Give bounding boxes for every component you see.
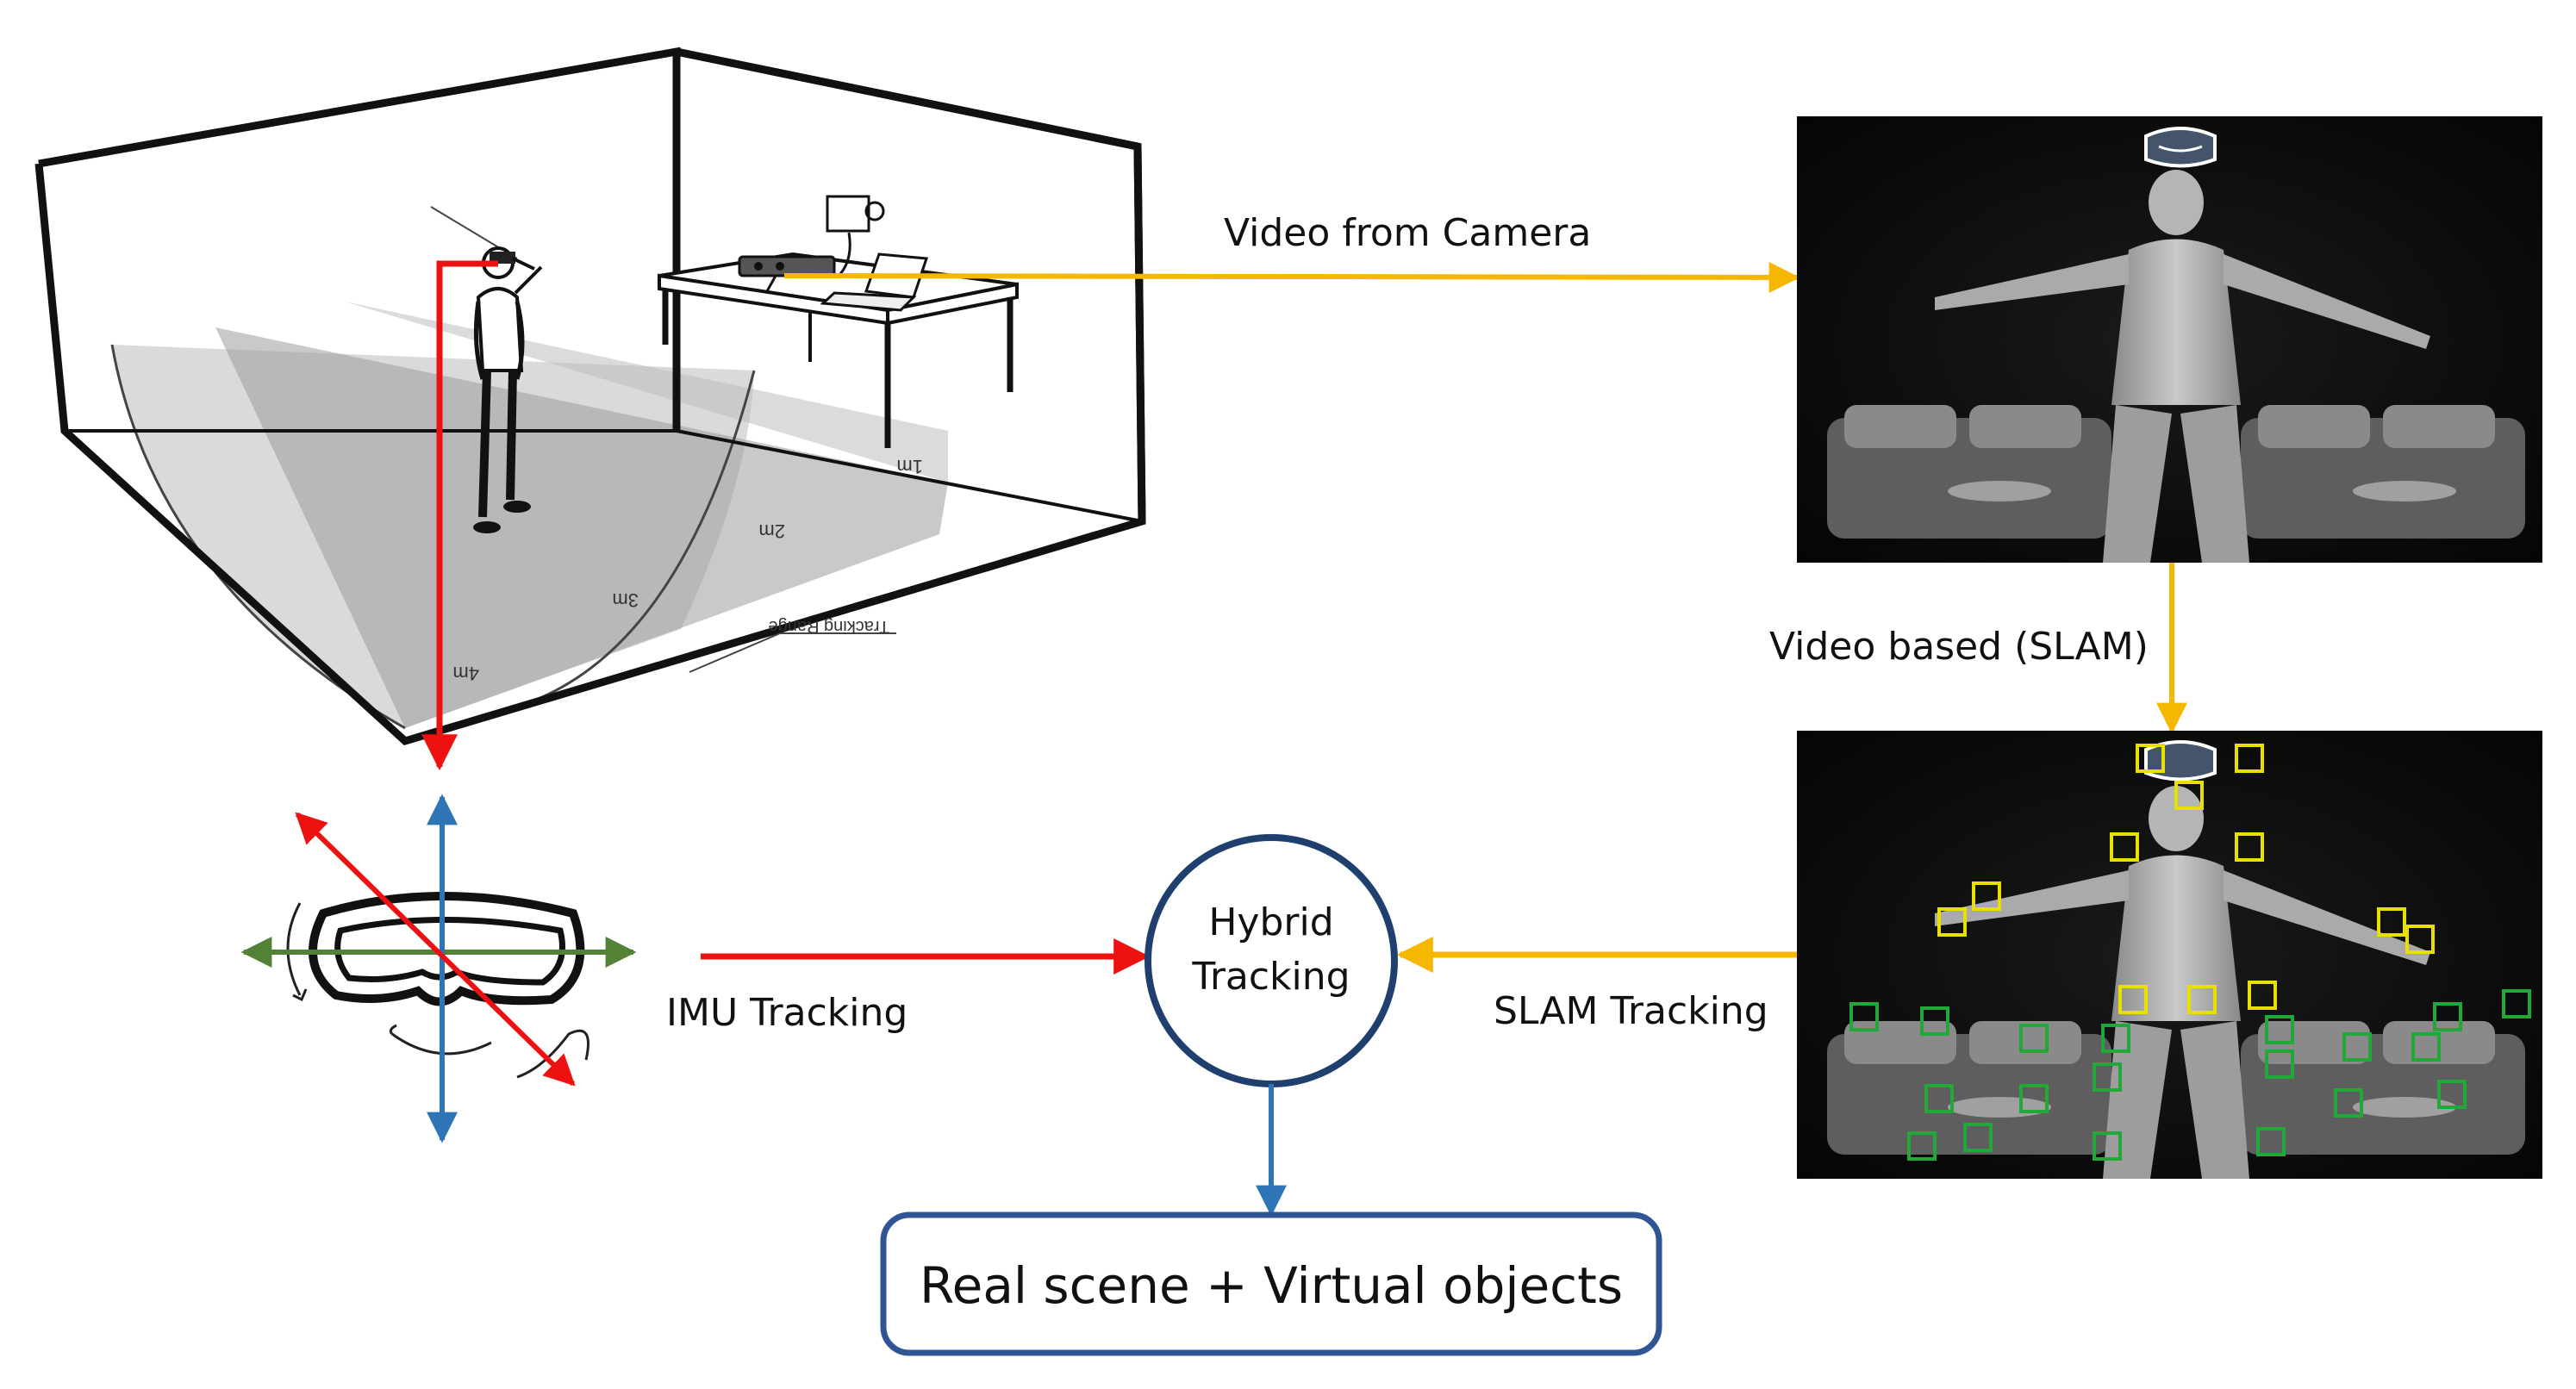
tracking-range-label: Tracking Range	[769, 617, 889, 636]
slam-video-frame	[1797, 731, 2542, 1179]
body-feature-markers	[1937, 744, 2435, 1014]
imu-headset-axes	[240, 794, 637, 1143]
distance-mark-3: 3m	[612, 589, 639, 611]
vr-headset-icon	[2144, 740, 2217, 782]
hybrid-label-line1: Hybrid	[1208, 900, 1333, 944]
video-person	[1935, 170, 2430, 563]
output-label: Real scene + Virtual objects	[920, 1256, 1623, 1315]
person-figure	[473, 246, 543, 533]
video-based-slam-label: Video based (SLAM)	[1769, 625, 2149, 669]
hybrid-tracking-node: Hybrid Tracking	[1145, 834, 1398, 1087]
camera-video-frame	[1797, 116, 2542, 563]
z-axis-arrow	[295, 812, 576, 1087]
slam-tracking-label: SLAM Tracking	[1494, 989, 1768, 1033]
depth-camera-icon	[738, 255, 836, 292]
hybrid-label-line2: Tracking	[1191, 955, 1350, 999]
imu-tracking-label: IMU Tracking	[666, 991, 908, 1035]
video-from-camera-label: Video from Camera	[1224, 211, 1591, 255]
distance-mark-2: 2m	[758, 520, 785, 542]
imu-path-arrow	[421, 260, 498, 771]
vr-goggles-icon	[309, 892, 585, 1006]
room-illustration: 1m 2m 3m 4m Tracking Range	[34, 47, 1146, 746]
slam-person	[1935, 786, 2430, 1179]
scene-feature-markers	[1849, 989, 2531, 1161]
video-from-camera-arrow	[783, 261, 1800, 293]
wall-camera-icon	[826, 195, 885, 275]
output-box: Real scene + Virtual objects	[880, 1211, 1662, 1356]
distance-mark-4: 4m	[452, 663, 479, 684]
distance-mark-1: 1m	[896, 456, 923, 477]
vr-headset-icon	[2144, 127, 2217, 168]
